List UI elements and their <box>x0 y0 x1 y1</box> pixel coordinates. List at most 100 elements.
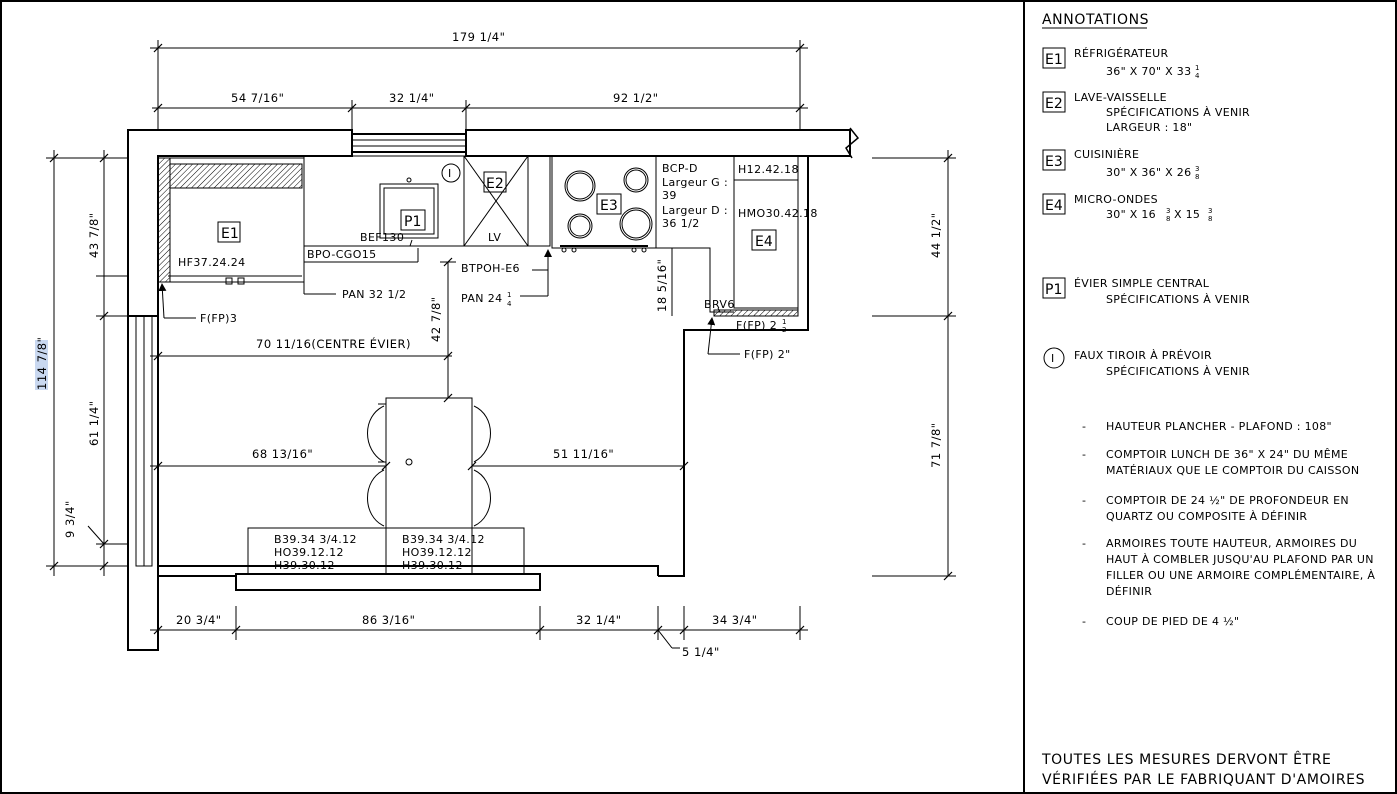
label-ffp-right-den: 2 <box>782 326 786 334</box>
dim-window: 32 1/4" <box>389 91 435 105</box>
corner-cabinets <box>656 155 808 317</box>
annotation-e2: E2 LAVE-VAISSELLE SPÉCIFICATIONS À VENIR… <box>1042 91 1250 134</box>
label-ffp-right: F(FP) 2 <box>736 319 777 332</box>
dim-bottom-1: 20 3/4" <box>176 613 222 627</box>
label-pan-mid: PAN 24 <box>461 292 503 305</box>
annotation-e4-name: MICRO-ONDES <box>1074 193 1158 206</box>
label-ffp2: F(FP) 2" <box>744 348 791 361</box>
dim-right-height-top: 44 1/2" <box>929 212 943 258</box>
annotation-p1-name: ÉVIER SIMPLE CENTRAL <box>1074 277 1210 290</box>
tag-e2: E2 <box>486 176 504 192</box>
dim-left-height-bottom: 9 3/4" <box>63 500 77 538</box>
dim-left-height-top: 43 7/8" <box>87 212 101 258</box>
annotation-p1-tag: P1 <box>1045 282 1062 298</box>
annotation-e1-spec: 36" X 70" X 33 <box>1106 65 1191 78</box>
dim-bottom-3: 32 1/4" <box>576 613 622 627</box>
walls <box>127 127 860 651</box>
note-bullet-1: - <box>1082 420 1086 433</box>
dim-highlight <box>35 340 48 390</box>
label-lv: LV <box>488 231 501 244</box>
label-island-left-2: HO39.12.12 <box>274 546 344 559</box>
leader-lines <box>158 239 740 355</box>
note-5-line-1: COUP DE PIED DE 4 ½" <box>1106 615 1239 628</box>
annotation-drawer-tag: I <box>1051 352 1055 365</box>
note-2-line-2: MATÉRIAUX QUE LE COMPTOIR DU CAISSON <box>1106 464 1359 477</box>
label-largeur-d: Largeur D : <box>662 204 728 217</box>
dim-bottom-offset: 5 1/4" <box>682 645 720 659</box>
annotation-e4-spec: 30" X 16 <box>1106 208 1156 221</box>
annotation-e4-den: 8 <box>1166 215 1170 223</box>
dim-total-width: 179 1/4" <box>452 30 505 44</box>
tag-e3-box <box>596 193 622 215</box>
label-island-right-3: H39.30.12 <box>402 559 463 572</box>
annotation-e3-num: 3 <box>1195 165 1199 173</box>
plan-labels: 179 1/4" 54 7/16" 32 1/4" 92 1/2" 70 11/… <box>35 30 943 659</box>
note-4-line-1: ARMOIRES TOUTE HAUTEUR, ARMOIRES DU <box>1106 537 1357 550</box>
annotations-panel: ANNOTATIONS E1 RÉFRIGÉRATEUR 36" X 70" X… <box>1041 12 1375 788</box>
note-4-line-4: DÉFINIR <box>1106 585 1152 598</box>
annotation-p1: P1 ÉVIER SIMPLE CENTRAL SPÉCIFICATIONS À… <box>1042 277 1250 306</box>
annotation-drawer: I FAUX TIROIR À PRÉVOIR SPÉCIFICATIONS À… <box>1043 347 1250 378</box>
annotation-e4-tag: E4 <box>1045 198 1063 214</box>
range <box>551 155 657 253</box>
annotation-e4-num2: 3 <box>1208 207 1212 215</box>
label-island-right-1: B39.34 3/4.12 <box>402 533 485 546</box>
note-1-line-1: HAUTEUR PLANCHER - PLAFOND : 108" <box>1106 420 1332 433</box>
dim-right-run: 92 1/2" <box>613 91 659 105</box>
annotation-e2-extra: LARGEUR : 18" <box>1106 121 1192 134</box>
label-hf: HF37.24.24 <box>178 256 246 269</box>
dishwasher <box>463 155 551 247</box>
dim-left-run: 54 7/16" <box>231 91 284 105</box>
dim-island-right: 51 11/16" <box>553 447 614 461</box>
label-bef: BEF130 <box>360 231 404 244</box>
tag-i-circle <box>441 163 461 183</box>
dimension-lines <box>46 40 956 649</box>
note-4-line-2: HAUT À COMBLER JUSQU'AU PLAFOND PAR UN <box>1106 553 1374 566</box>
annotation-e4-spec-rest: X 15 <box>1174 208 1200 221</box>
label-hmo: HMO30.42.18 <box>738 207 818 220</box>
note-3-line-1: COMPTOIR DE 24 ½" DE PROFONDEUR EN <box>1106 494 1349 507</box>
annotation-e3-tag: E3 <box>1045 154 1063 170</box>
annotation-e2-tag: E2 <box>1045 96 1063 112</box>
annotation-drawer-name: FAUX TIROIR À PRÉVOIR <box>1074 349 1212 362</box>
label-pan-left: PAN 32 1/2 <box>342 288 406 301</box>
note-bullet-5: - <box>1082 615 1086 628</box>
note-2-line-1: COMPTOIR LUNCH DE 36" X 24" DU MÊME <box>1106 448 1348 461</box>
tag-p1: P1 <box>404 214 421 230</box>
label-h12: H12.42.18 <box>738 163 799 176</box>
annotation-e3-spec: 30" X 36" X 26 <box>1106 166 1191 179</box>
label-pan-mid-den: 4 <box>507 300 512 308</box>
annotation-e1-num: 1 <box>1195 64 1199 72</box>
label-largeur-d-val: 36 1/2 <box>662 217 700 230</box>
label-largeur-g-val: 39 <box>662 189 677 202</box>
note-3-line-2: QUARTZ OU COMPOSITE À DÉFINIR <box>1106 510 1307 523</box>
note-bullet-2: - <box>1082 448 1086 461</box>
tag-e4-box <box>751 229 777 251</box>
annotation-e4-num: 3 <box>1166 207 1170 215</box>
island <box>235 397 541 591</box>
note-4-line-3: FILLER OU UNE ARMOIRE COMPLÉMENTAIRE, À <box>1106 569 1375 582</box>
label-island-right-2: HO39.12.12 <box>402 546 472 559</box>
annotation-e2-spec: SPÉCIFICATIONS À VENIR <box>1106 106 1250 119</box>
tag-i: I <box>448 167 452 180</box>
annotation-e4: E4 MICRO-ONDES 30" X 16 3 8 X 15 3 8 <box>1042 193 1212 223</box>
note-bullet-3: - <box>1082 494 1086 507</box>
annotations-heading: ANNOTATIONS <box>1042 12 1149 28</box>
annotation-e1: E1 RÉFRIGÉRATEUR 36" X 70" X 33 1 4 <box>1042 47 1200 80</box>
note-bullet-4: - <box>1082 537 1086 550</box>
dim-center-sink: 70 11/16(CENTRE ÉVIER) <box>256 336 411 351</box>
label-largeur-g: Largeur G : <box>662 176 728 189</box>
label-btpoh: BTPOH-E6 <box>461 262 520 275</box>
dim-return-depth: 18 5/16" <box>655 259 669 312</box>
annotation-e2-name: LAVE-VAISSELLE <box>1074 91 1167 104</box>
label-bpo: BPO-CGO15 <box>307 248 377 261</box>
annotation-drawer-spec: SPÉCIFICATIONS À VENIR <box>1106 365 1250 378</box>
refrigerator <box>157 157 305 285</box>
dim-island-depth: 42 7/8" <box>429 296 443 342</box>
footer-line-1: TOUTES LES MESURES DERVONT ÊTRE <box>1041 750 1332 768</box>
annotation-e1-tag: E1 <box>1045 52 1063 68</box>
dim-left-height-total: 114 7/8" <box>35 337 49 390</box>
annotation-e3: E3 CUISINIÈRE 30" X 36" X 26 3 8 <box>1042 148 1199 181</box>
